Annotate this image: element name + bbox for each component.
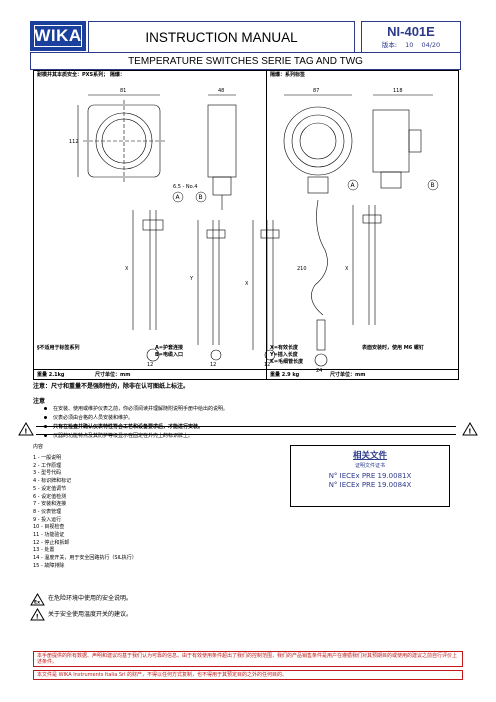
housing-side-right <box>372 109 410 173</box>
contents-heading: 内容 <box>33 444 44 450</box>
disclaimer-text: 本手册提供的所有数据、声明和建议均基于我们认为可靠的信息。由于有效使用条件超出了… <box>37 653 458 665</box>
doc-number: NI-401E <box>387 24 435 39</box>
callout-b2: B <box>431 182 435 189</box>
svg-text:!: ! <box>36 613 39 621</box>
related-title: 相关文件 <box>352 451 387 461</box>
dim-x1: X <box>125 266 129 272</box>
housing-round-right <box>283 106 353 176</box>
technical-drawing: 81 48 87 118 112 6.5 - No.4 X Y X X 12 1… <box>69 88 439 374</box>
housing-side-left <box>207 104 237 178</box>
warning-icon-left: ! <box>18 422 34 436</box>
contents-item: 2 - 工作原理 <box>33 462 62 469</box>
related-documents-box: 相关文件 证明文件证书 N° IECEx PRE 19.0081X N° IEC… <box>290 445 450 507</box>
right-weight: 重量 2.9 kg <box>270 372 300 378</box>
caution-item: 在安装、使用或维护仪表之前，你必须阅读并理解随附说明手册中给出的说明。 <box>44 406 444 412</box>
drawing-right-title: 隔爆：系列标签 <box>270 72 306 78</box>
not-applicable-note: §不适用于标签系列 <box>37 345 80 351</box>
contents-item: 11 - 功能验证 <box>33 532 65 539</box>
document-subtitle: TEMPERATURE SWITCHES SERIE TAG AND TWG <box>30 52 461 70</box>
caution-item: 仪表必须由合格的人员安装和维护。 <box>44 415 444 421</box>
version-value: 10 <box>405 41 414 49</box>
dim-x2: X <box>245 281 249 287</box>
property-notice-text: 本文件是 WIKA Instruments Italia Srl 的财产，不得以… <box>37 672 288 678</box>
left-weight: 重量 2.1kg <box>37 372 65 378</box>
legend-a: A=护套连接 <box>155 345 184 351</box>
property-notice-box: 本文件是 WIKA Instruments Italia Srl 的财产，不得以… <box>33 670 463 680</box>
safety-usage-text: 关于安全使用温度开关的建议。 <box>48 611 133 618</box>
dim-87: 87 <box>313 88 319 94</box>
caution-highlight-rule <box>36 426 456 435</box>
right-unit: 尺寸单位：mm <box>330 372 366 378</box>
contents-item: 5 - 设定值调节 <box>33 485 67 492</box>
version-label: 版本: <box>381 41 398 49</box>
dim-48: 48 <box>218 88 224 94</box>
document-title: INSTRUCTION MANUAL <box>88 21 355 53</box>
left-unit: 尺寸单位：mm <box>95 372 131 378</box>
dim-12b: 12 <box>210 362 216 368</box>
version-line: 版本: 10 04/20 <box>362 39 460 49</box>
contents-item: 13 - 处置 <box>33 547 55 554</box>
callout-a2: A <box>351 182 356 189</box>
contents-item: 6 - 设定值检测 <box>33 493 67 500</box>
related-cert-2: N° IECEx PRE 19.0084X <box>328 481 412 489</box>
contents-item: 4 - 标识牌和标记 <box>33 478 72 485</box>
caution-heading: 注意 <box>33 398 46 405</box>
contents-item: 7 - 安装和连接 <box>33 501 67 508</box>
legend-y: Y=插入长度 <box>270 352 298 358</box>
warning-icon-right: ! <box>462 422 478 436</box>
drawing-divider <box>266 70 267 380</box>
dim-118: 118 <box>393 88 403 94</box>
contents-item: 12 - 停止和拆卸 <box>33 539 70 546</box>
technical-drawing-frame <box>33 70 459 380</box>
caution-item: 仪器的功能特点及其防护等级显示在固定在外壳上的标识牌上。 <box>44 433 444 439</box>
logo-text: WIKA <box>34 25 82 47</box>
disclaimer-box: 本手册提供的所有数据、声明和建议均基于我们认为可靠的信息。由于有效使用条件超出了… <box>33 651 463 667</box>
dim-hole: 6.5 - No.4 <box>173 184 197 190</box>
doc-number-box: NI-401E 版本: 10 04/20 <box>361 21 461 53</box>
svg-text:!: ! <box>468 428 471 436</box>
svg-text:!: ! <box>24 428 27 436</box>
surface-mount-note: 表面安装时，使用 M6 螺钉 <box>362 345 424 351</box>
contents-item: 3 - 型号代码 <box>33 470 62 477</box>
capillary-tube <box>311 199 328 316</box>
contents-item: 8 - 仪表管理 <box>33 508 62 515</box>
drawing-left-title: 耐模并其本质安全：PXS系列； 隔爆： <box>37 72 125 78</box>
hazard-safety-text: 在危险环境中使用的安全说明。 <box>48 595 133 602</box>
weight-row <box>33 369 459 381</box>
callout-a: A <box>176 194 181 201</box>
ex-hazard-icon: Ex <box>30 593 45 606</box>
legend-k: K=毛细管长度 <box>270 359 304 365</box>
dim-24: 24 <box>316 368 322 374</box>
contents-item: 10 - 目视检查 <box>33 524 65 531</box>
dim-y1: Y <box>189 276 194 282</box>
wika-logo: WIKA <box>30 21 86 51</box>
callout-b: B <box>199 194 203 201</box>
contents-item: 1 - 一般说明 <box>33 455 62 461</box>
dim-81: 81 <box>120 88 126 94</box>
contents-item: 9 - 投入运行 <box>33 516 62 523</box>
version-date: 04/20 <box>421 41 441 49</box>
related-subtitle: 证明文件证书 <box>354 463 385 469</box>
contents-item: 15 - 故障排除 <box>33 562 65 569</box>
dimension-note: 注意：尺寸和重量不是强制性的，除非在认可图纸上标注。 <box>33 383 190 390</box>
legend-b: B=电缆入口 <box>155 352 184 358</box>
housing-front-left <box>87 104 161 178</box>
legend-x: X=有效长度 <box>270 345 299 351</box>
contents-list: 1 - 一般说明 2 - 工作原理 3 - 型号代码 4 - 标识牌和标记 5 … <box>33 455 137 571</box>
dim-x3: X <box>345 266 349 272</box>
svg-text:Ex: Ex <box>34 600 40 606</box>
safety-warning-icon: ! <box>30 608 45 621</box>
dim-12c: 12 <box>264 362 270 368</box>
dim-12a: 12 <box>147 362 153 368</box>
related-cert-1: N° IECEx PRE 19.0081X <box>328 472 412 480</box>
contents-item: 14 - 温度开关，用于安全回路执行（SIL执行） <box>33 555 137 562</box>
dim-210: 210 <box>297 266 307 272</box>
dim-112: 112 <box>69 139 79 145</box>
